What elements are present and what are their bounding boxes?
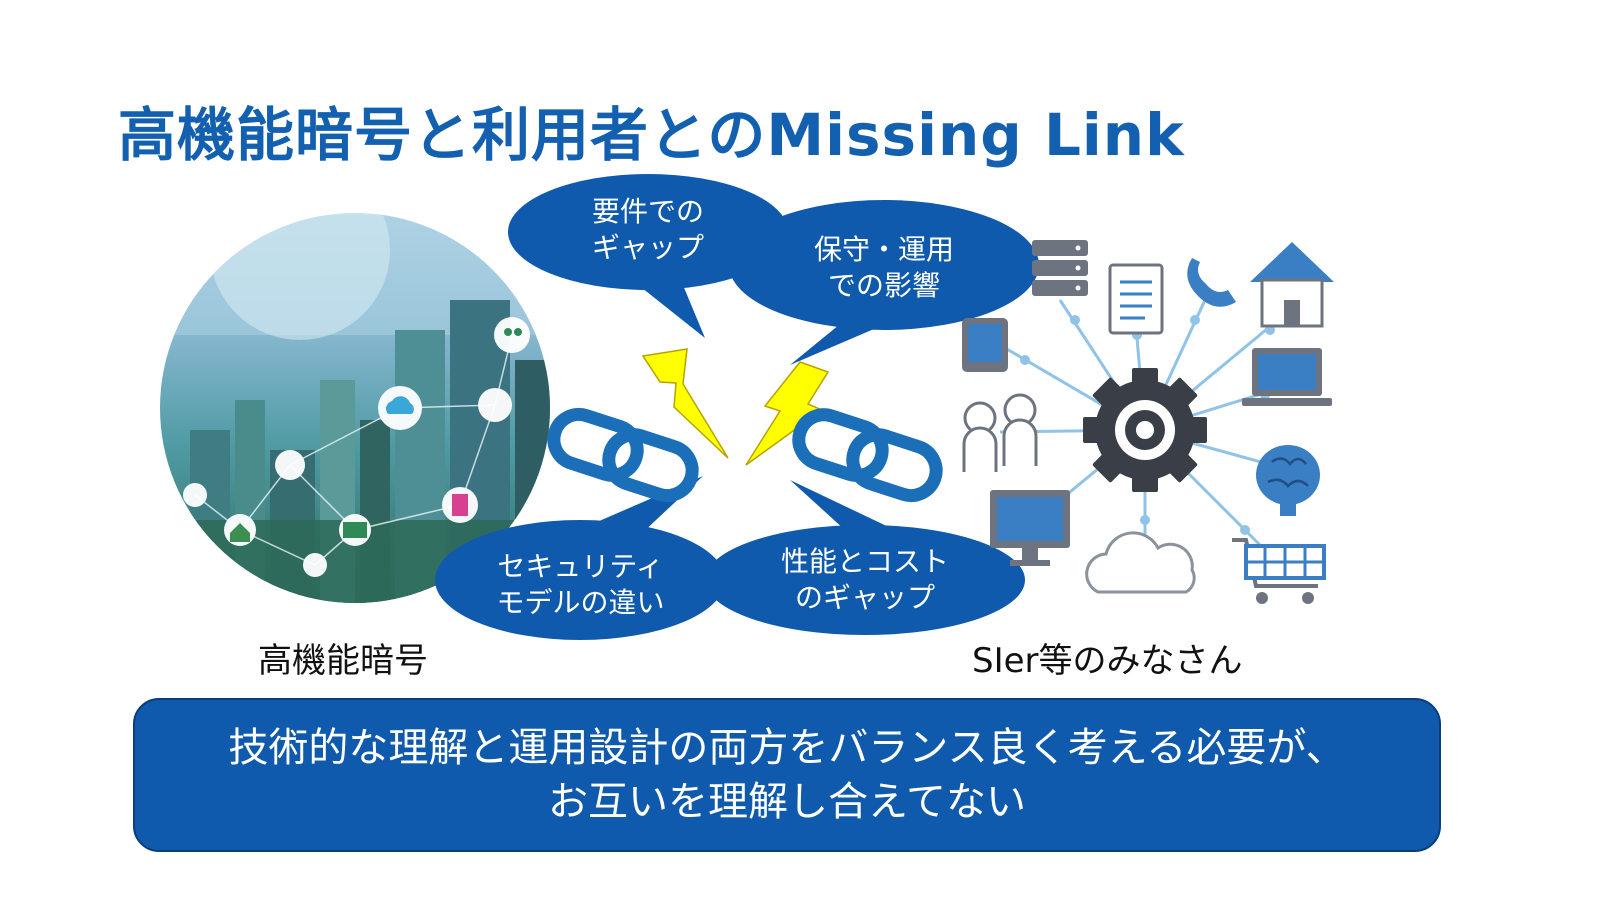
people-icon (962, 393, 1038, 472)
server-icon (1032, 240, 1088, 296)
brain-icon (1256, 445, 1320, 516)
bubble-shapes (435, 174, 1039, 640)
summary-line-2: お互いを理解し合えてない (548, 779, 1026, 825)
gear-icon (1083, 368, 1207, 492)
document-icon (1108, 263, 1164, 335)
bubble-text-line: での影響 (827, 269, 940, 302)
bubble-requirements-gap: 要件での ギャップ (548, 190, 748, 270)
summary-line-1: 技術的な理解と運用設計の両方をバランス良く考える必要が、 (228, 725, 1346, 771)
bubble-maintenance-impact: 保守・運用 での影響 (784, 228, 984, 308)
summary-message-box: 技術的な理解と運用設計の両方をバランス良く考える必要が、 お互いを理解し合えてな… (133, 698, 1441, 852)
tablet-icon (962, 318, 1008, 372)
house-icon (1250, 242, 1334, 328)
bubble-text-line: 要件での (591, 195, 704, 228)
bubble-text-line: 保守・運用 (813, 233, 954, 266)
caption-sier: SIer等のみなさん (972, 641, 1243, 681)
bubble-security-model: セキュリティ モデルの違い (478, 545, 683, 625)
slide-title: 高機能暗号と利用者とのMissing Link (118, 101, 1185, 169)
bubble-text-line: セキュリティ (497, 550, 664, 583)
bubble-text-line: モデルの違い (496, 586, 665, 619)
connected-devices-illustration (962, 240, 1334, 604)
laptop-icon (1242, 348, 1332, 406)
caption-advanced-crypto: 高機能暗号 (258, 641, 428, 681)
bubble-performance-cost: 性能とコスト のギャップ (755, 540, 975, 620)
lightning-bolt-icons (641, 348, 830, 466)
bubble-text-line: のギャップ (794, 581, 935, 614)
phone-icon (1187, 258, 1236, 307)
cloud-icon (1085, 531, 1196, 594)
shopping-cart-icon (1232, 538, 1326, 604)
chain-link-icons (547, 407, 943, 503)
monitor-icon (990, 490, 1070, 566)
bubble-text-line: ギャップ (591, 231, 704, 264)
bubble-text-line: 性能とコスト (780, 545, 949, 578)
